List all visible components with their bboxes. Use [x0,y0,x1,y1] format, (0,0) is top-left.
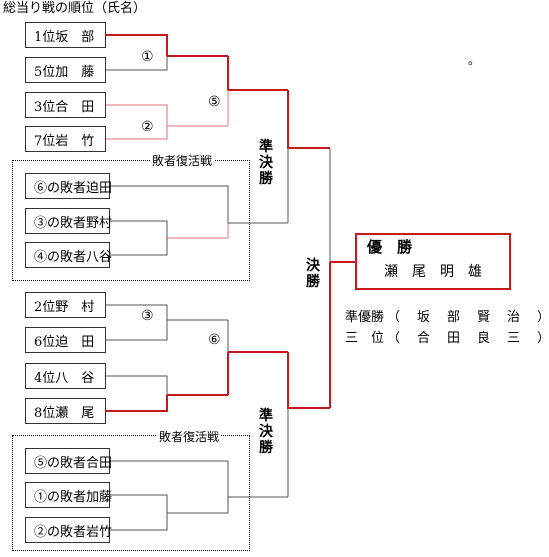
match-number: ③ [141,308,154,324]
entry-box: 2位野 村 [25,292,106,318]
entry-box: ②の敗者岩竹 [25,517,112,543]
match-number: ① [141,49,154,65]
page-title: 総当り戦の順位（氏名） [3,1,147,16]
bracket-line [106,104,168,126]
bracket-line [106,304,168,320]
entry-box: 5位加 藤 [25,57,106,83]
stray-dot: 。 [468,53,481,67]
repechage-frame [12,435,250,551]
semifinal-label: 準決勝 [259,139,273,187]
entry-box: ④の敗者八谷 [25,242,112,268]
bracket-line [106,126,168,140]
repechage-label: 敗者復活戦 [150,154,215,168]
entry-box: ⑥の敗者迫田 [25,173,112,199]
entry-box: 4位八 谷 [25,363,106,389]
final-label: 決勝 [306,258,320,290]
entry-box: 7位岩 竹 [25,126,106,152]
champion-name: 瀬 尾 明 雄 [384,264,482,280]
semifinal-label: 準決勝 [259,408,273,456]
repechage-frame [12,160,250,281]
champion-label: 優 勝 [367,238,413,256]
bracket-line [106,34,168,56]
bracket-line [106,375,168,395]
match-number: ② [141,119,154,135]
bracket-line [106,56,168,71]
runner-up-name: （ 坂 部 賢 治 ） [387,310,549,325]
entry-box: 1位坂 部 [25,22,106,48]
match-number: ⑥ [208,332,221,348]
bracket-line [110,220,168,238]
bracket-line [106,320,168,341]
repechage-label: 敗者復活戦 [157,430,222,444]
bracket-line [110,238,168,256]
entry-box: 6位迫 田 [25,327,106,353]
bracket-line [287,90,330,149]
bracket-line [110,494,168,513]
third-place-name: （ 合 田 良 三 ） [387,331,549,346]
runner-up-label: 準優勝 [345,310,385,325]
entry-box: 3位合 田 [25,92,106,118]
bracket-line [110,513,168,531]
bracket-line [106,395,168,412]
entry-box: ⑤の敗者合田 [25,448,112,474]
bracket-line [110,185,229,223]
champion-box [355,233,511,290]
bracket-line [110,460,229,497]
entry-box: ①の敗者加藤 [25,482,112,508]
bracket-line [287,352,330,409]
third-place-label: 三 位 [345,331,385,346]
match-number: ⑤ [208,94,221,110]
entry-box: 8位瀬 尾 [25,398,106,424]
bracket-line [167,497,229,514]
bracket-line [167,223,229,239]
entry-box: ③の敗者野村 [25,208,112,234]
